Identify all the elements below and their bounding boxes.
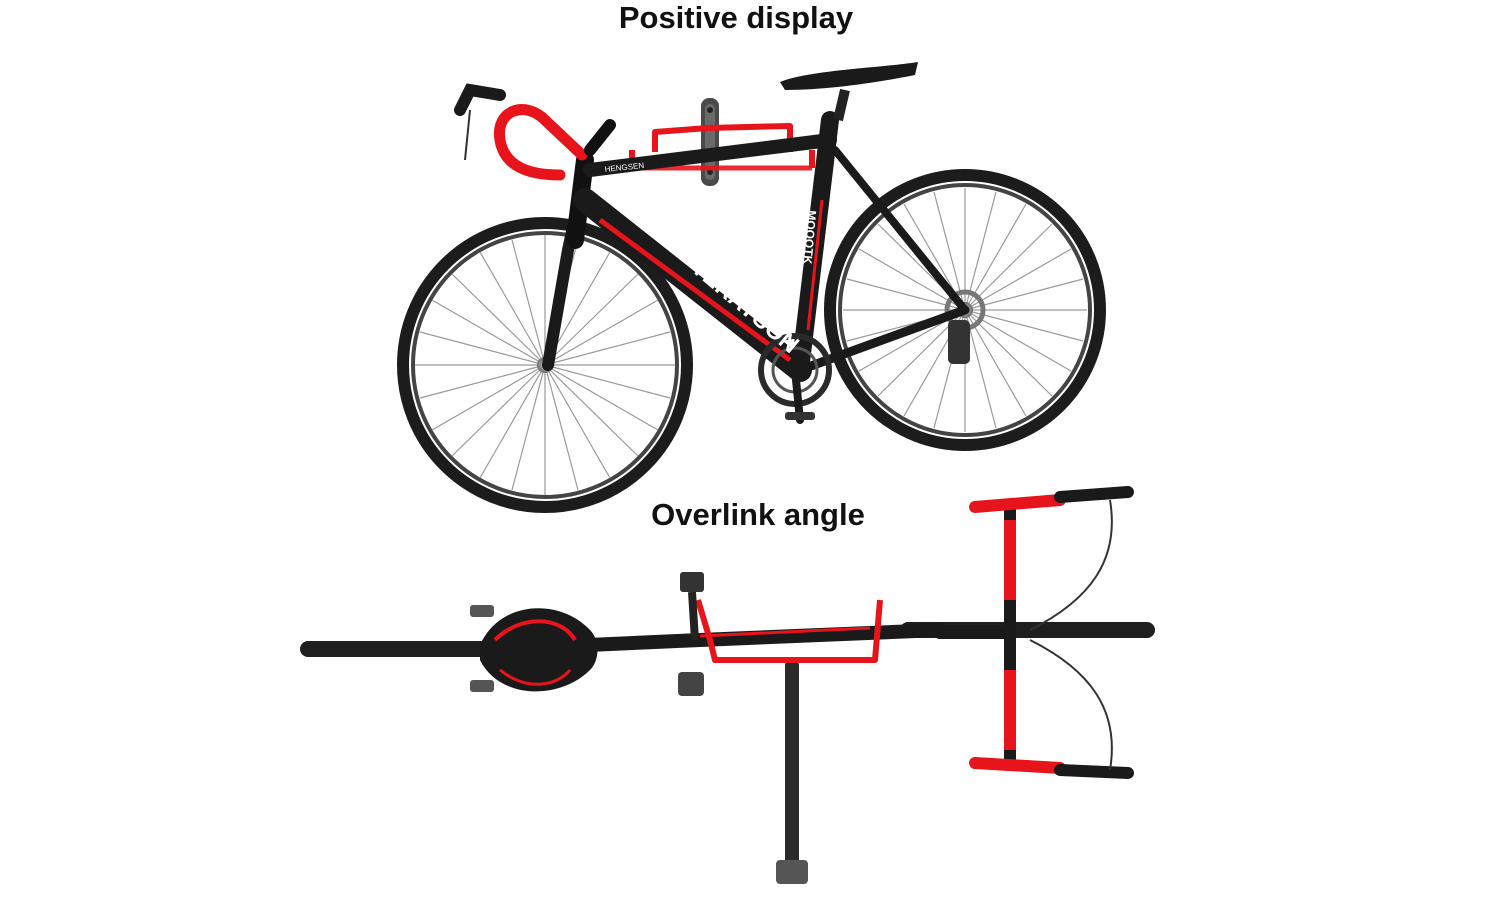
bicycle-top-view-icon xyxy=(300,486,1155,884)
bike-frame-icon: TERAYSON MOOOTK HENGSEN HENGSEN xyxy=(542,111,970,424)
toptube-rear-text: HENGSEN xyxy=(764,150,809,165)
saddle-top-icon xyxy=(480,608,598,692)
rear-wheel-icon xyxy=(824,169,1106,451)
heading-overlink-angle: Overlink angle xyxy=(651,497,865,532)
wall-mount-icon xyxy=(629,98,815,186)
wall-mount-top-icon xyxy=(776,660,808,884)
bicycle-side-view-icon: TERAYSON MOOOTK HENGSEN HENGSEN xyxy=(397,62,1106,513)
toptube-front-text: HENGSEN xyxy=(604,161,645,174)
heading-positive-display: Positive display xyxy=(618,0,854,35)
front-wheel-icon xyxy=(397,217,693,513)
saddle-icon xyxy=(780,62,918,122)
handlebar-icon xyxy=(454,83,616,181)
handlebar-top-icon xyxy=(969,486,1134,779)
seattube-text: MOOOTK xyxy=(800,210,819,265)
